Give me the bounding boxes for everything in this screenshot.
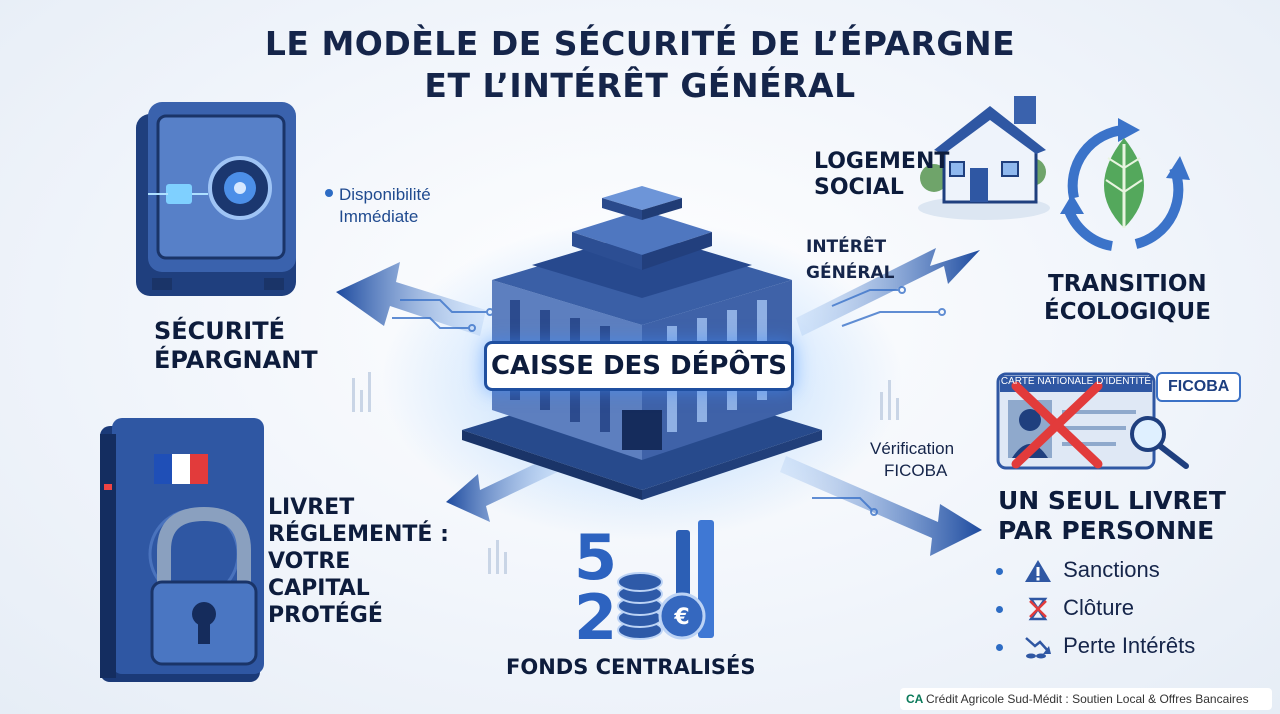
verification-label-2: FICOBA [884, 461, 948, 480]
credit-agricole-logo-icon: CA [906, 692, 924, 706]
title-line-2: ET L’INTÉRÊT GÉNÉRAL [424, 66, 856, 105]
bullet-dot [996, 643, 1003, 651]
bullet-dot-icon [325, 189, 333, 197]
transition-label-2: ÉCOLOGIQUE [1044, 299, 1211, 325]
bullet-dot [996, 567, 1003, 575]
declining-coins-icon [1025, 637, 1052, 659]
logement-label-1: LOGEMENT [814, 149, 950, 174]
livret-label-2: RÉGLEMENTÉ : [268, 522, 449, 547]
logement-label-2: SOCIAL [814, 175, 904, 200]
bullet-dot [996, 605, 1003, 613]
leaf-recycle-icon [1060, 118, 1190, 251]
immediate-caption: Immédiate [339, 207, 419, 226]
interet-label-1: INTÉRÊT [806, 237, 887, 257]
fonds-centralises-label: FONDS CENTRALISÉS [506, 655, 756, 679]
cloture-label: Clôture [1063, 595, 1135, 620]
fonds-digits: 52 [574, 521, 618, 654]
coins-chart-icon: € [617, 520, 714, 640]
unique-label-2: PAR PERSONNE [998, 516, 1215, 545]
interet-label-2: GÉNÉRAL [806, 263, 895, 283]
livret-book-lock-icon [100, 418, 264, 682]
verification-label-1: Vérification [870, 439, 955, 458]
transition-label-1: TRANSITION [1048, 271, 1207, 297]
safe-icon [136, 102, 296, 296]
bullet-sanctions: Sanctions [996, 556, 1160, 584]
caisse-building-icon [462, 186, 822, 500]
caisse-des-depots-label: CAISSE DES DÉPÔTS [484, 341, 794, 391]
id-card-header: CARTE NATIONALE D’IDENTITÉ [1000, 376, 1152, 387]
perte-interets-label: Perte Intérêts [1063, 633, 1196, 658]
hourglass-cross-icon [1028, 597, 1048, 621]
livret-label-5: PROTÉGÉ [268, 603, 383, 628]
unique-label-1: UN SEUL LIVRET [998, 486, 1226, 515]
livret-label-1: LIVRET [268, 495, 355, 520]
house-icon [918, 96, 1050, 220]
sanctions-label: Sanctions [1063, 557, 1160, 582]
title-line-1: LE MODÈLE DE SÉCURITÉ DE L’ÉPARGNE [264, 24, 1016, 63]
securite-label-2: ÉPARGNANT [154, 346, 318, 374]
footer-text: Crédit Agricole Sud-Médit : Soutien Loca… [926, 692, 1249, 706]
livret-label-4: CAPITAL [268, 576, 370, 601]
id-card-icon [996, 372, 1189, 470]
warning-icon [1025, 560, 1052, 583]
securite-label-1: SÉCURITÉ [154, 317, 285, 345]
bullet-perte-interets: Perte Intérêts [996, 632, 1195, 660]
svg-text:€: € [673, 605, 689, 630]
livret-label-3: VOTRE [268, 549, 351, 574]
disponibilite-caption: Disponibilité [339, 185, 431, 204]
bullet-cloture: Clôture [996, 594, 1134, 622]
ficoba-badge: FICOBA [1156, 372, 1242, 402]
